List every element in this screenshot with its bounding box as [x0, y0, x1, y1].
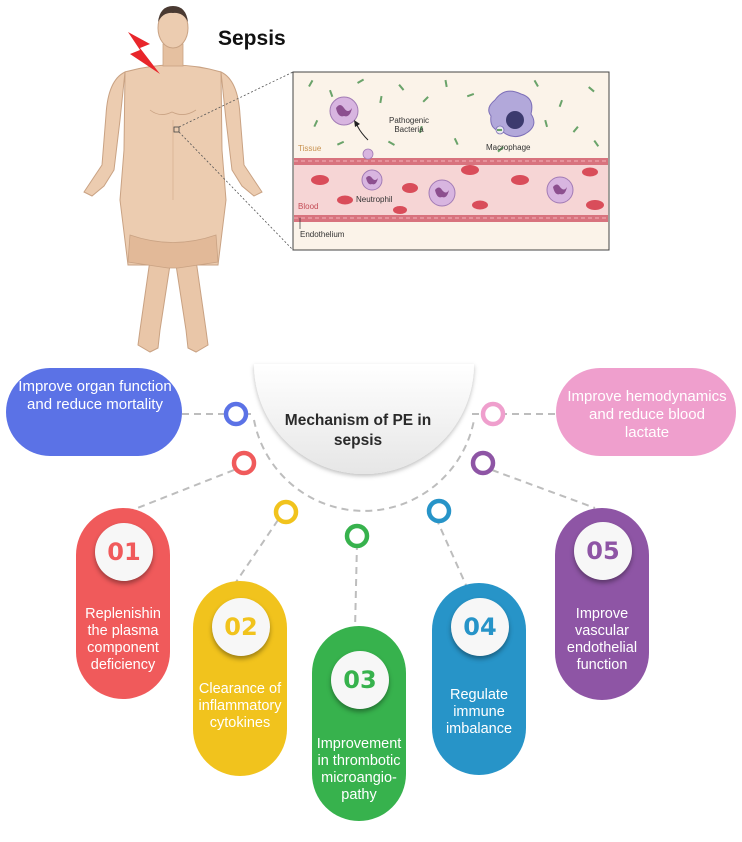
center-semicircle: [254, 364, 474, 474]
blood-label: Blood: [298, 202, 319, 211]
sepsis-title: Sepsis: [218, 27, 286, 50]
badge-05: 05: [574, 522, 632, 580]
item-03-text: Improvement in thrombotic microangio-pat…: [316, 736, 402, 803]
lightning-icon: [128, 32, 160, 74]
item-04-text: Regulate immune imbalance: [445, 687, 513, 737]
badge-number: 02: [224, 613, 258, 641]
endothelium-label: Endothelium: [300, 230, 345, 239]
ring-03: [344, 523, 370, 549]
center-title: Mechanism of PE in sepsis: [284, 412, 432, 449]
item-02-text: Clearance of inflammatory cytokines: [198, 681, 282, 731]
badge-number: 04: [463, 613, 497, 641]
ring-01: [231, 450, 257, 476]
side-right-text: Improve hemodynamics and reduce blood la…: [567, 388, 727, 441]
human-figure: [83, 6, 263, 353]
side-right-shape: [556, 368, 736, 456]
ring-02: [273, 499, 299, 525]
ring-05: [470, 450, 496, 476]
ring-markers: [223, 401, 506, 549]
side-left-shape: [6, 368, 182, 456]
microscopic-inset: [292, 71, 610, 251]
item-05-text: Improve vascular endothelial function: [566, 606, 638, 673]
badge-01: 01: [95, 523, 153, 581]
badge-number: 03: [343, 666, 377, 694]
ring-left: [223, 401, 249, 427]
macrophage-label: Macrophage: [486, 143, 531, 152]
bacteria-label: Pathogenic Bacteria: [388, 116, 430, 134]
badge-04: 04: [451, 598, 509, 656]
side-left-text: Improve organ function and reduce mortal…: [18, 378, 172, 413]
badge-02: 02: [212, 598, 270, 656]
tissue-label: Tissue: [298, 144, 322, 153]
ring-right: [480, 401, 506, 427]
badge-number: 05: [586, 537, 620, 565]
badge-03: 03: [331, 651, 389, 709]
item-01-text: Replenishin the plasma component deficie…: [85, 606, 161, 673]
ring-04: [426, 498, 452, 524]
badge-number: 01: [107, 538, 141, 566]
neutrophil-label: Neutrophil: [356, 195, 393, 204]
